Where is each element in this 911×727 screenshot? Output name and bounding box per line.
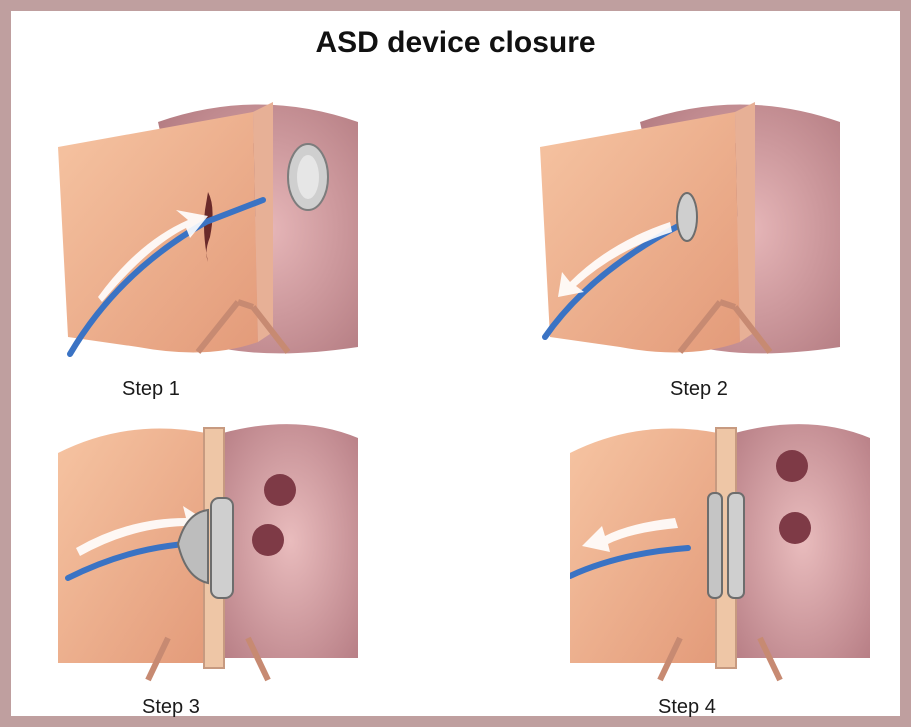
- step-4-label: Step 4: [658, 696, 716, 719]
- step-3-illustration: [58, 418, 368, 683]
- step-4-illustration: [570, 418, 880, 683]
- step-1-illustration: [58, 92, 368, 362]
- step-2-label: Step 2: [670, 378, 728, 401]
- diagram-title: ASD device closure: [0, 26, 911, 60]
- step-3-label: Step 3: [142, 696, 200, 719]
- step-2-illustration: [540, 92, 850, 362]
- step-1-label: Step 1: [122, 378, 180, 401]
